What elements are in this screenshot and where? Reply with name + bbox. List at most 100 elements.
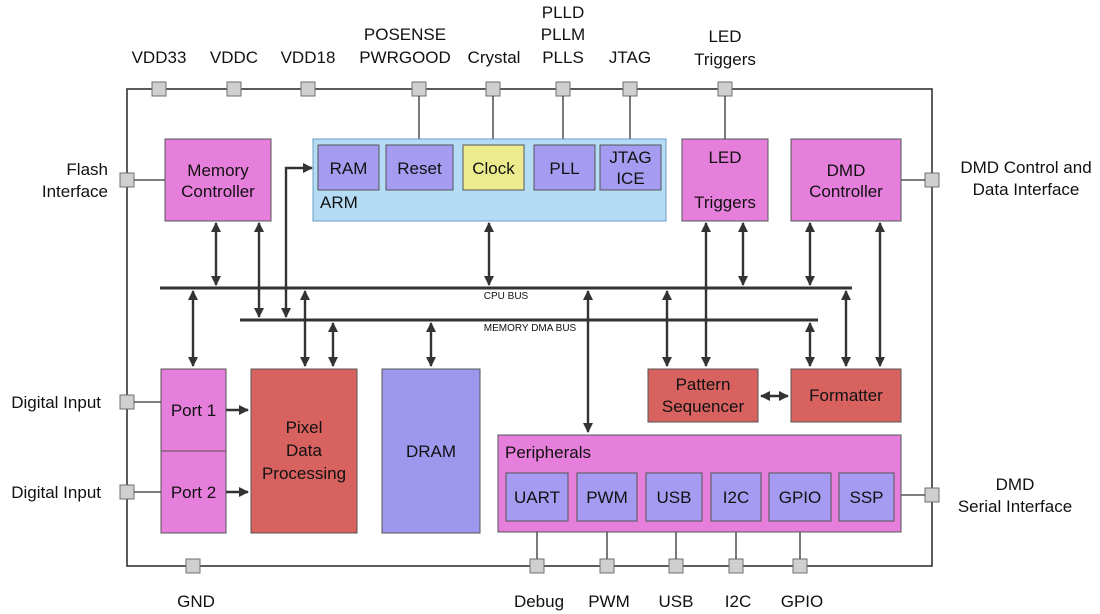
- label-pwm-pin: PWM: [588, 592, 630, 611]
- pin-jtag: [622, 81, 638, 97]
- label-flash: Flash: [66, 160, 108, 179]
- cpu-bus-label: CPU BUS: [484, 291, 529, 302]
- label-debug: Debug: [514, 592, 564, 611]
- label-vdd18: VDD18: [281, 48, 336, 67]
- pin-pwm: [599, 558, 615, 574]
- led-triggers-label-1: LED: [708, 148, 741, 167]
- led-triggers-label-2: Triggers: [694, 193, 756, 212]
- formatter-label: Formatter: [809, 386, 883, 405]
- uart-block: [505, 472, 569, 522]
- label-pwrgood: PWRGOOD: [359, 48, 451, 67]
- label-dmd-control: DMD Control and: [960, 158, 1091, 177]
- clock-block: [462, 144, 525, 191]
- pixel-data-processing-block: [250, 368, 358, 534]
- pin-vdd33: [151, 81, 167, 97]
- label-led: LED: [708, 27, 741, 46]
- bus-arrows: [187, 162, 886, 498]
- label-digital-input-1: Digital Input: [11, 393, 101, 412]
- pin-gpio: [792, 558, 808, 574]
- formatter-block: [790, 368, 902, 423]
- port1-label: Port 1: [171, 401, 216, 420]
- pin-digital-input-1: [119, 394, 135, 410]
- reset-label: Reset: [397, 159, 442, 178]
- memory-dma-bus-label: MEMORY DMA BUS: [484, 323, 577, 334]
- pin-posense: [411, 81, 427, 97]
- pin-crystal: [485, 81, 501, 97]
- ssp-block: [838, 472, 895, 522]
- pin-wires: [134, 96, 925, 559]
- arm-label: ARM: [320, 193, 358, 212]
- label-vddc: VDDC: [210, 48, 258, 67]
- label-triggers: Triggers: [694, 50, 756, 69]
- memory-controller-label-1: Memory: [187, 161, 249, 180]
- label-jtag: JTAG: [609, 48, 651, 67]
- bottom-pins: [185, 558, 808, 574]
- dmd-controller-label-2: Controller: [809, 182, 883, 201]
- pin-vddc: [226, 81, 242, 97]
- pin-usb: [668, 558, 684, 574]
- pin-led-triggers: [717, 81, 733, 97]
- label-interface: Interface: [42, 182, 108, 201]
- usb-block: [645, 472, 703, 522]
- pin-gnd: [185, 558, 201, 574]
- pin-dmd-control: [924, 172, 940, 188]
- uart-label: UART: [514, 488, 560, 507]
- pattern-label-2: Sequencer: [662, 397, 745, 416]
- gpio-block: [768, 472, 832, 522]
- dram-block: [381, 368, 481, 534]
- pll-label: PLL: [549, 159, 579, 178]
- pin-debug: [529, 558, 545, 574]
- memory-controller-label-2: Controller: [181, 182, 255, 201]
- pixel-label-3: Processing: [262, 464, 346, 483]
- pixel-label-2: Data: [286, 441, 322, 460]
- pin-pll: [555, 81, 571, 97]
- pattern-sequencer-block: [647, 368, 759, 423]
- pin-i2c: [728, 558, 744, 574]
- ram-block: [317, 144, 380, 191]
- label-serial-interface: Serial Interface: [958, 497, 1072, 516]
- ice-label: ICE: [616, 169, 644, 188]
- dmd-controller-block: [790, 138, 902, 222]
- usb-label: USB: [657, 488, 692, 507]
- right-pins: [924, 172, 940, 503]
- ssp-label: SSP: [849, 488, 883, 507]
- memory-controller-block: [164, 138, 272, 222]
- top-pins: [151, 81, 733, 97]
- dram-label: DRAM: [406, 442, 456, 461]
- label-pllm: PLLM: [541, 25, 585, 44]
- port2-label: Port 2: [171, 483, 216, 502]
- label-posense: POSENSE: [364, 25, 446, 44]
- ram-label: RAM: [330, 159, 368, 178]
- i2c-label: I2C: [723, 488, 749, 507]
- label-dmd: DMD: [996, 475, 1035, 494]
- dmd-controller-label-1: DMD: [827, 161, 866, 180]
- pattern-label-1: Pattern: [676, 375, 731, 394]
- jtag-label: JTAG: [609, 148, 651, 167]
- label-gnd: GND: [177, 592, 215, 611]
- label-i2c-pin: I2C: [725, 592, 751, 611]
- pwm-block: [576, 472, 638, 522]
- pin-vdd18: [300, 81, 316, 97]
- pwm-label: PWM: [586, 488, 628, 507]
- reset-block: [385, 144, 454, 191]
- clock-label: Clock: [472, 159, 515, 178]
- label-vdd33: VDD33: [132, 48, 187, 67]
- pll-block: [533, 144, 596, 191]
- label-gpio-pin: GPIO: [781, 592, 824, 611]
- label-digital-input-2: Digital Input: [11, 483, 101, 502]
- label-data-interface: Data Interface: [973, 180, 1080, 199]
- i2c-block: [710, 472, 762, 522]
- jtag-ice-block: [599, 144, 662, 191]
- label-usb-pin: USB: [659, 592, 694, 611]
- label-plls: PLLS: [542, 48, 584, 67]
- led-triggers-block: [681, 138, 769, 222]
- pin-flash: [119, 172, 135, 188]
- pixel-label-1: Pixel: [286, 418, 323, 437]
- label-crystal: Crystal: [468, 48, 521, 67]
- pin-digital-input-2: [119, 484, 135, 500]
- gpio-label: GPIO: [779, 488, 822, 507]
- pin-dmd-serial: [924, 487, 940, 503]
- peripherals-label: Peripherals: [505, 443, 591, 462]
- label-plld: PLLD: [542, 3, 585, 22]
